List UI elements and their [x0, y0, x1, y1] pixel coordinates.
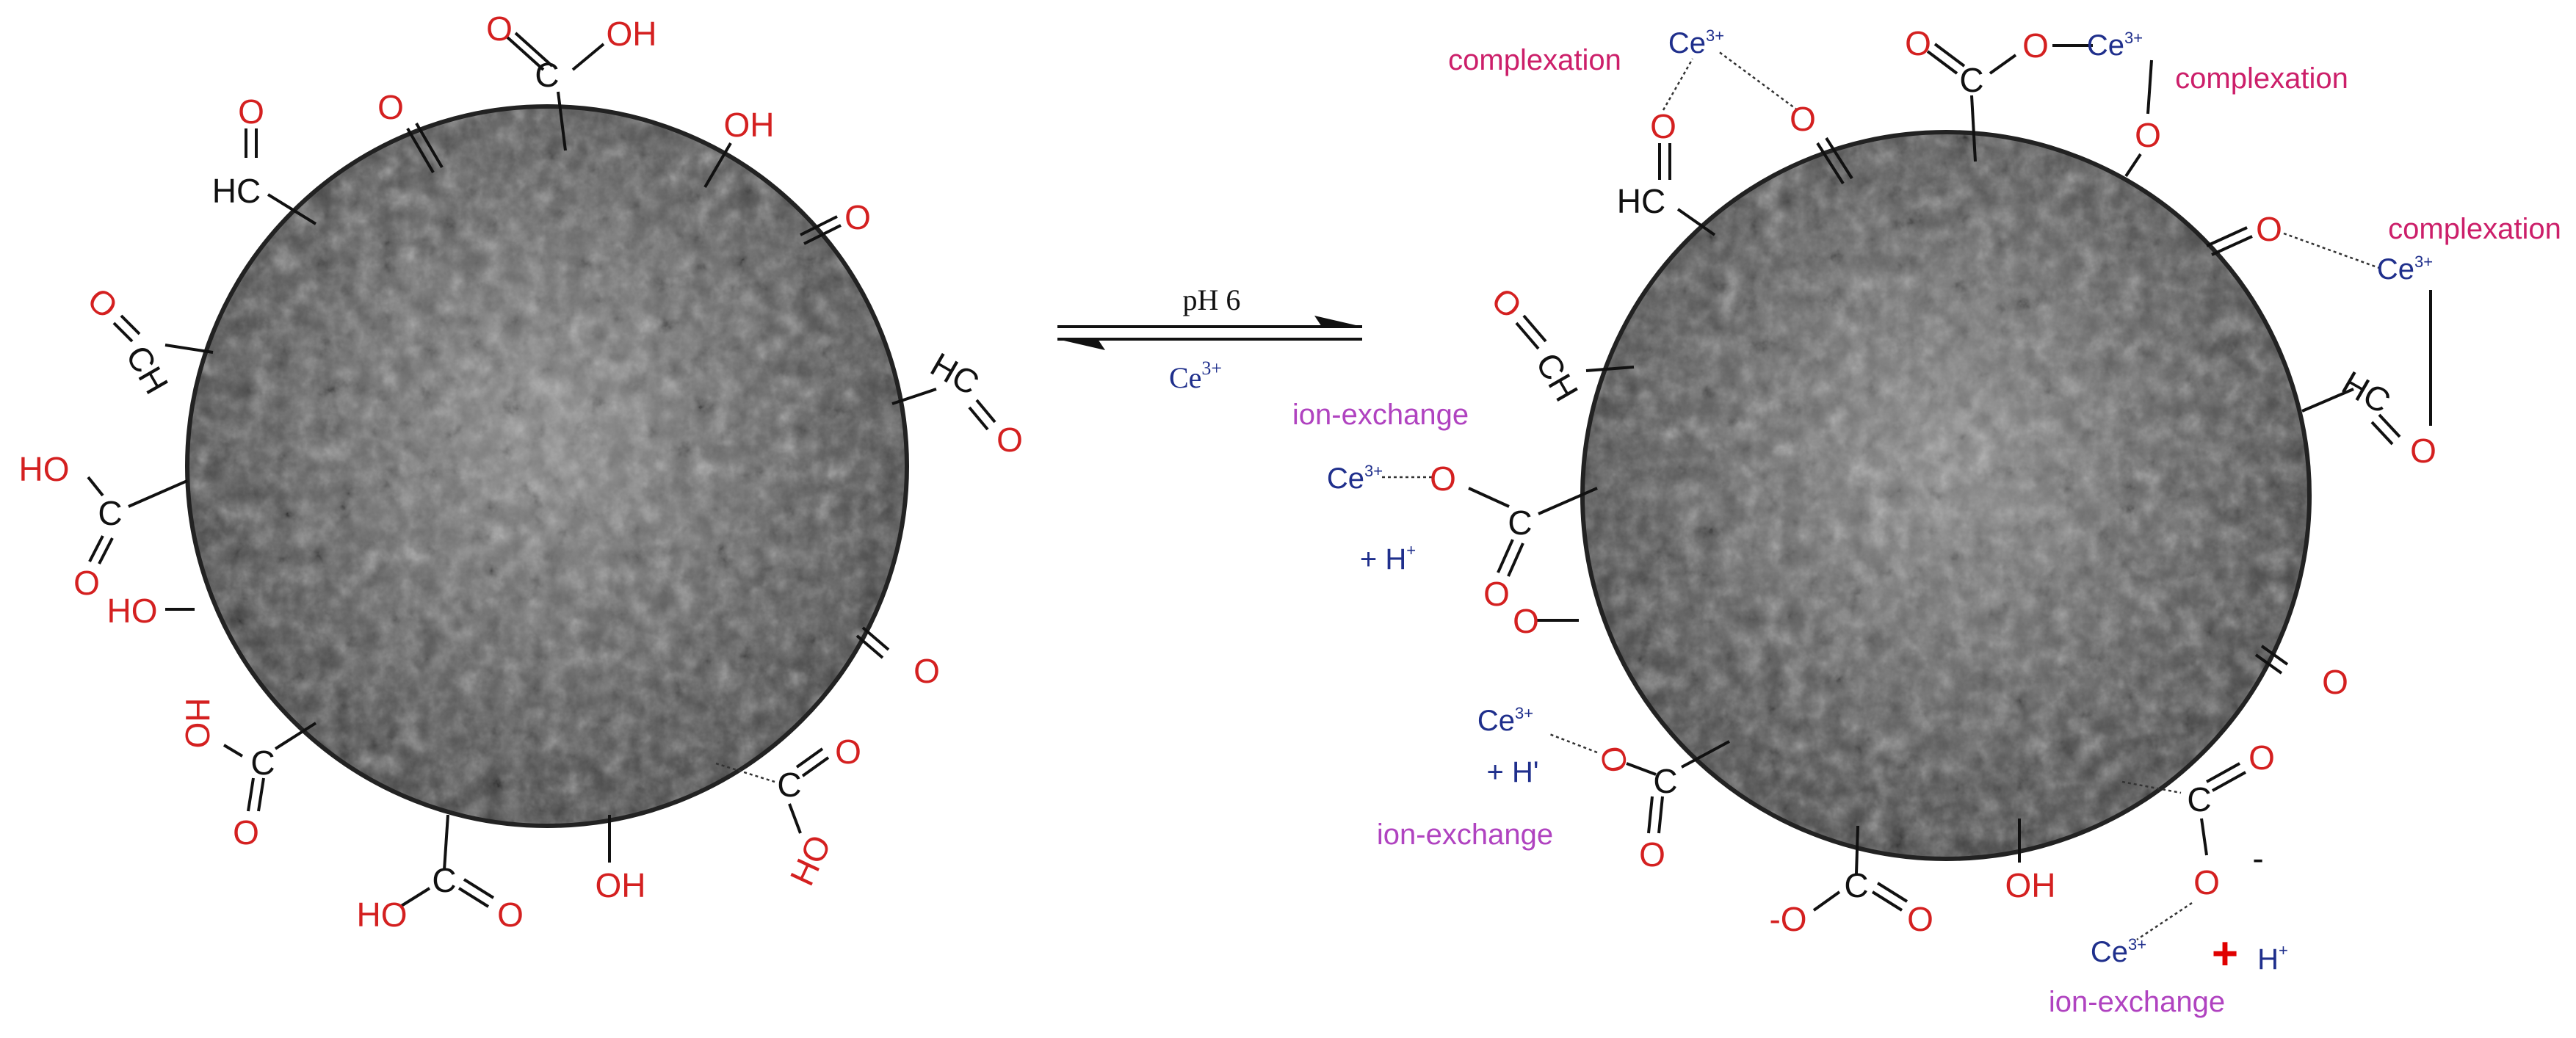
left-oh-bottom: OH	[596, 866, 646, 904]
ion-exchange-label-2: ion-exchange	[1377, 819, 1553, 851]
left-cho-right-o: O	[996, 421, 1023, 459]
left-cooh-bottom-c: C	[432, 861, 456, 899]
right-atom-o-f: O	[2256, 210, 2282, 248]
right-particle	[1580, 130, 2312, 861]
left-cho-left-ch: CH	[118, 339, 176, 401]
left-cooh-br-c: C	[777, 766, 801, 804]
ce-ion-4: Ce3+	[1327, 462, 1383, 495]
equilibrium-arrow: pH 6 Ce3+	[1057, 283, 1362, 394]
right-ions: Ce3+ Ce3+ Ce3+ Ce3+ Ce3+ Ce3+ + H+ + H' …	[1327, 26, 2433, 979]
ce-ion-1: Ce3+	[1668, 26, 1724, 59]
right-atom-o-p: O	[2248, 738, 2275, 777]
ce-ion-2: Ce3+	[2087, 29, 2143, 62]
left-oh-top: OH	[724, 106, 775, 144]
right-atom-c1: C	[1959, 61, 1983, 99]
right-atom-o-o: O	[1907, 900, 1933, 938]
reaction-condition-ion: Ce3+	[1169, 358, 1222, 394]
left-cooh-left-ho: HO	[19, 450, 70, 488]
left-cooh-bl-ho: HO	[178, 698, 217, 749]
complexation-label-3: complexation	[2388, 213, 2561, 245]
right-atom-hc1: HC	[1617, 182, 1665, 220]
left-cooh-bl-c: C	[250, 744, 275, 782]
right-atom-o-i: O	[1430, 460, 1456, 498]
h-ion-3: H+	[2257, 941, 2288, 976]
left-cho-top-o: O	[238, 92, 264, 131]
left-o-right: O	[913, 652, 940, 690]
right-atom-c3: C	[1653, 762, 1677, 800]
right-atom-o-l: O	[2322, 663, 2348, 701]
left-cho-right-hc: HC	[925, 345, 986, 402]
right-atom-o-c: O	[2135, 116, 2161, 154]
ion-exchange-label-1: ion-exchange	[1292, 399, 1469, 431]
ce-ion-3: Ce3+	[2377, 253, 2433, 286]
left-cho-top-hc: HC	[212, 172, 261, 210]
right-atom-c2: C	[1508, 504, 1532, 542]
right-atom-c5: C	[2187, 780, 2211, 819]
right-atom-o-b: O	[2022, 26, 2049, 65]
right-atom-o-m: O	[1593, 743, 1635, 775]
reaction-condition-ph: pH 6	[1183, 283, 1241, 316]
left-particle	[185, 104, 909, 828]
complexation-label-1: complexation	[1448, 44, 1621, 76]
left-cooh-bl-o: O	[233, 813, 259, 852]
right-atom-o-g: O	[2410, 432, 2436, 470]
left-cooh-top-o: O	[486, 10, 513, 48]
left-cooh-top-oh: OH	[607, 15, 657, 53]
complexation-label-2: complexation	[2175, 62, 2348, 95]
right-atom-o-d: O	[1790, 100, 1816, 138]
right-atom-neg-o: -O	[1769, 900, 1806, 938]
right-atom-hc2: HC	[2336, 363, 2398, 421]
ce-ion-5: Ce3+	[1477, 704, 1533, 737]
left-o-right-top: O	[844, 198, 871, 236]
left-cooh-bottom-o: O	[497, 896, 524, 934]
process-labels: complexation complexation complexation i…	[1292, 44, 2561, 1018]
left-cho-left-o: O	[81, 280, 126, 326]
plus-sign: +	[2212, 929, 2238, 979]
right-atom-o-q: O	[2193, 863, 2220, 901]
right-atom-o-k: O	[1513, 602, 1539, 640]
left-cooh-left-o: O	[73, 564, 100, 602]
left-cooh-bottom-ho: HO	[357, 896, 408, 934]
right-atom-minus: -	[2252, 839, 2263, 877]
right-atom-oh1: OH	[2005, 866, 2056, 904]
right-atom-o-h: O	[1485, 280, 1530, 326]
ce-ion-6: Ce3+	[2091, 935, 2146, 968]
ion-exchange-label-3: ion-exchange	[2049, 986, 2225, 1018]
right-atom-ch1: CH	[1528, 346, 1585, 408]
left-cooh-top-c: C	[535, 56, 559, 94]
h-ion-2: + H'	[1487, 756, 1539, 788]
left-ketone-top-o: O	[377, 88, 404, 126]
right-atom-c4: C	[1844, 866, 1868, 904]
left-cooh-br-o: O	[835, 733, 861, 771]
h-ion-1: + H+	[1360, 541, 1416, 576]
left-cooh-left-c: C	[98, 494, 122, 532]
left-cooh-br-ho: HO	[782, 829, 838, 891]
right-atom-o-e: O	[1650, 107, 1676, 145]
left-oh-left: HO	[107, 592, 158, 630]
right-bonds	[1381, 43, 2432, 941]
left-bonds	[87, 32, 996, 908]
right-atom-o-n: O	[1639, 835, 1665, 874]
right-atom-o-a: O	[1905, 24, 1931, 62]
right-atom-o-j: O	[1483, 575, 1510, 613]
